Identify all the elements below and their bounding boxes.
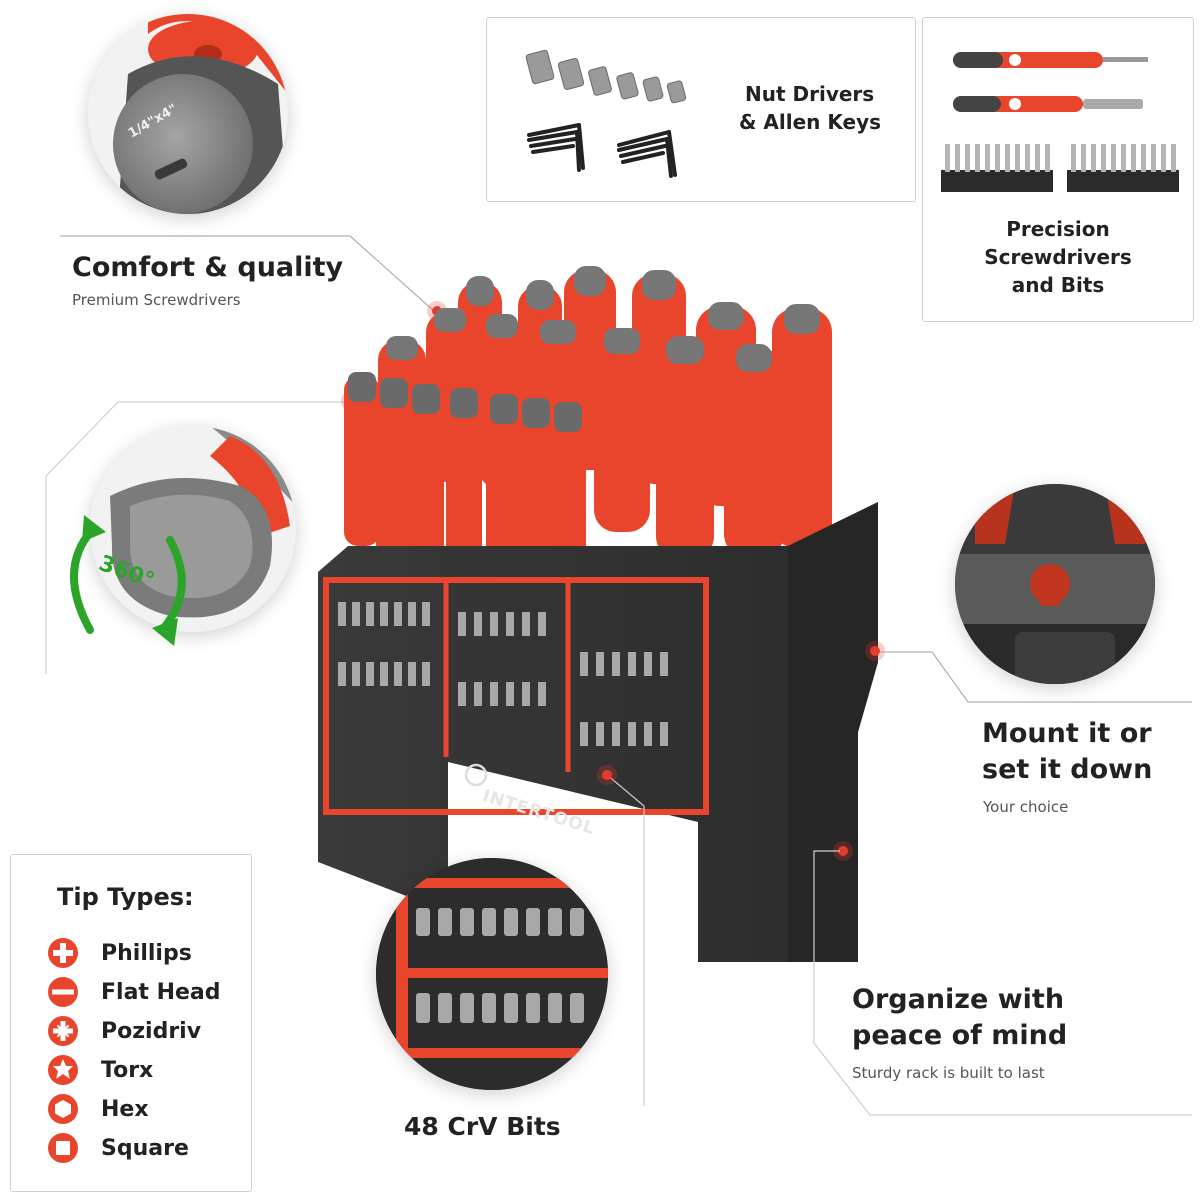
organize-title-line2: peace of mind bbox=[852, 1020, 1068, 1051]
rotation-handle-closeup bbox=[90, 426, 296, 632]
tip-label: Torx bbox=[101, 1057, 154, 1083]
tip-item-pozidriv: Pozidriv bbox=[47, 1015, 201, 1047]
organize-title-line1: Organize with bbox=[852, 984, 1065, 1015]
phillips-icon bbox=[48, 938, 78, 968]
flat-head-icon bbox=[48, 977, 78, 1007]
tip-item-flat-head: Flat Head bbox=[47, 976, 221, 1008]
tip-types-panel: Tip Types: Phillips Flat Head Pozidriv T… bbox=[10, 854, 252, 1192]
mount-subtitle: Your choice bbox=[983, 798, 1069, 816]
tip-label: Phillips bbox=[101, 940, 192, 966]
screwdriver-rack-image bbox=[318, 266, 878, 962]
tip-label: Flat Head bbox=[101, 979, 221, 1005]
organize-marker-dot bbox=[838, 846, 848, 856]
pozidriv-icon bbox=[48, 1016, 78, 1046]
tip-item-square: Square bbox=[47, 1132, 189, 1164]
mount-leader-line bbox=[880, 651, 1192, 703]
mount-marker-dot bbox=[870, 646, 880, 656]
hex-icon bbox=[48, 1094, 78, 1124]
tip-label: Pozidriv bbox=[101, 1018, 202, 1044]
precision-screwdrivers-image bbox=[953, 52, 1148, 112]
comfort-title: Comfort & quality bbox=[72, 252, 344, 283]
precision-title-line3: and Bits bbox=[1011, 273, 1105, 297]
bits-marker-dot bbox=[602, 770, 612, 780]
organize-subtitle: Sturdy rack is built to last bbox=[852, 1064, 1045, 1082]
nut-drivers-title-line2: & Allen Keys bbox=[739, 110, 882, 134]
tip-types-title: Tip Types: bbox=[57, 883, 194, 911]
tip-item-torx: Torx bbox=[47, 1054, 153, 1086]
bits-leader-line bbox=[605, 773, 645, 1106]
bits-closeup bbox=[376, 858, 608, 1090]
comfort-handle-closeup: 1/4"x4" bbox=[88, 14, 288, 214]
rotation-arrows-icon bbox=[70, 515, 186, 646]
precision-panel: Precision Screwdrivers and Bits bbox=[922, 17, 1194, 322]
comfort-leader-line bbox=[60, 235, 436, 313]
mount-title-line1: Mount it or bbox=[982, 718, 1152, 749]
comfort-subtitle: Premium Screwdrivers bbox=[72, 291, 241, 309]
mount-title-line2: set it down bbox=[982, 754, 1153, 785]
square-icon bbox=[48, 1133, 78, 1163]
precision-title-line1: Precision bbox=[1006, 217, 1110, 241]
organize-leader-line bbox=[813, 850, 1192, 1116]
nut-drivers-panel: Nut Drivers & Allen Keys bbox=[486, 17, 916, 202]
tip-item-phillips: Phillips bbox=[47, 937, 192, 969]
precision-bits-image bbox=[941, 144, 1179, 192]
nut-drivers-title-line1: Nut Drivers bbox=[745, 82, 875, 106]
rotation-panel-outline bbox=[45, 401, 352, 674]
bits-label: 48 CrV Bits bbox=[404, 1112, 561, 1141]
tip-label: Hex bbox=[101, 1096, 149, 1122]
torx-icon bbox=[48, 1055, 78, 1085]
tip-item-hex: Hex bbox=[47, 1093, 149, 1125]
precision-title-line2: Screwdrivers bbox=[984, 245, 1132, 269]
nut-drivers-image bbox=[525, 49, 687, 178]
tip-label: Square bbox=[101, 1135, 189, 1161]
